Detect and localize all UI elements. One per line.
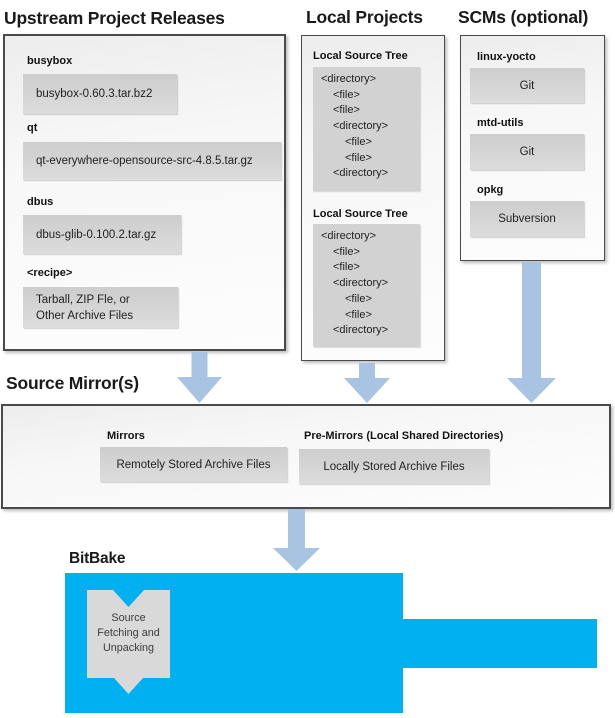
source-mirrors-heading: Source Mirror(s) (6, 373, 139, 393)
local-source-tree-2-box: <directory> <file> <file> <directory> <f… (313, 224, 420, 347)
recipe-archive-box: Tarball, ZIP Fle, or Other Archive Files (23, 287, 178, 328)
busybox-archive-box: busybox-0.60.3.tar.bz2 (23, 74, 177, 114)
tree2-line: <file> (345, 308, 372, 321)
mtd-utils-scm: Git (519, 146, 535, 158)
source-fetching-banner: Source Fetching and Unpacking (87, 590, 170, 694)
dbus-archive-filename: dbus-glib-0.100.2.tar.gz (36, 228, 157, 241)
qt-archive-filename: qt-everywhere-opensource-src-4.8.5.tar.g… (36, 155, 253, 167)
tree1-line: <file> (345, 151, 372, 164)
tree1-line: <directory> (333, 120, 389, 133)
dbus-label: dbus (27, 196, 54, 208)
local-source-tree-1-label: Local Source Tree (313, 50, 408, 62)
pre-mirrors-box-text: Locally Stored Archive Files (323, 460, 465, 473)
busybox-label: busybox (27, 55, 73, 67)
fetch-banner-line2: Fetching and (97, 627, 160, 639)
tree1-line: <file> (345, 135, 372, 148)
mirrors-box-text: Remotely Stored Archive Files (116, 458, 271, 471)
opkg-label: opkg (477, 184, 504, 196)
tree2-line: <directory> (333, 324, 389, 337)
linux-yocto-scm-box: Git (470, 68, 584, 103)
scms-to-mirror-arrow-icon (507, 262, 556, 403)
mirrors-box: Remotely Stored Archive Files (100, 447, 287, 482)
fetch-banner-line3: Unpacking (102, 642, 155, 654)
opkg-scm-box: Subversion (470, 201, 584, 237)
tree1-line: <directory> (321, 73, 377, 85)
local-to-mirror-arrow-icon (344, 363, 390, 403)
recipe-archive-line1: Tarball, ZIP Fle, or (36, 293, 130, 306)
local-projects-panel: Local Source Tree <directory> <file> <fi… (301, 35, 445, 361)
tree1-line: <file> (333, 88, 360, 101)
tree2-line: <directory> (333, 277, 389, 290)
bitbake-heading: BitBake (69, 550, 126, 567)
qt-archive-box: qt-everywhere-opensource-src-4.8.5.tar.g… (23, 142, 281, 180)
scms-heading: SCMs (optional) (458, 7, 589, 27)
source-mirrors-panel: Mirrors Remotely Stored Archive Files Pr… (1, 404, 611, 509)
fetch-banner-line1: Source (111, 612, 146, 624)
qt-label: qt (27, 122, 38, 134)
scms-panel: linux-yocto Git mtd-utils Git opkg Subve… (460, 35, 605, 261)
pre-mirrors-box: Locally Stored Archive Files (299, 449, 489, 484)
tree2-line: <file> (345, 292, 372, 305)
dbus-archive-box: dbus-glib-0.100.2.tar.gz (23, 215, 181, 254)
tree1-line: <file> (333, 104, 360, 117)
bitbake-flow-arm (403, 619, 597, 668)
local-source-tree-1-box: <directory> <file> <file> <directory> <f… (313, 67, 420, 191)
local-projects-heading: Local Projects (306, 7, 423, 27)
mtd-utils-label: mtd-utils (477, 117, 524, 129)
mirrors-label: Mirrors (107, 430, 145, 442)
busybox-archive-filename: busybox-0.60.3.tar.bz2 (36, 88, 153, 100)
tree2-line: <file> (333, 261, 360, 274)
mirror-to-bitbake-arrow-icon (273, 509, 320, 571)
upstream-releases-panel: busybox busybox-0.60.3.tar.bz2 qt qt-eve… (3, 34, 286, 351)
local-source-tree-2-label: Local Source Tree (313, 208, 408, 220)
tree2-line: <directory> (321, 230, 377, 242)
linux-yocto-label: linux-yocto (477, 51, 536, 63)
recipe-archive-line2: Other Archive Files (36, 309, 134, 322)
tree2-line: <file> (333, 245, 360, 258)
pre-mirrors-label: Pre-Mirrors (Local Shared Directories) (304, 430, 504, 442)
opkg-scm: Subversion (498, 213, 556, 225)
mtd-utils-scm-box: Git (470, 134, 584, 170)
upstream-to-mirror-arrow-icon (177, 352, 222, 403)
recipe-label: <recipe> (27, 267, 73, 279)
upstream-releases-heading: Upstream Project Releases (4, 8, 225, 28)
tree1-line: <directory> (333, 167, 389, 180)
linux-yocto-scm: Git (519, 79, 535, 92)
